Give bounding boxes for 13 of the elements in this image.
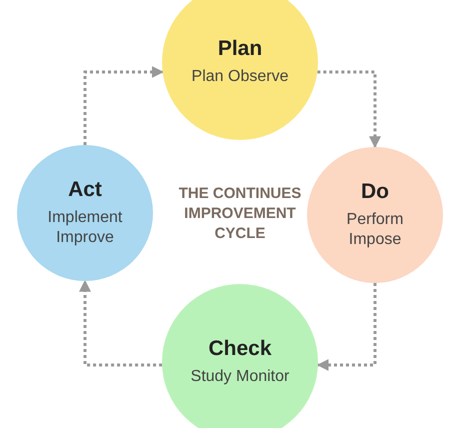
arrow	[317, 70, 381, 148]
stage-title: Plan	[218, 37, 262, 61]
stage-description: Study Monitor	[190, 367, 290, 387]
stage-description: Implement Improve	[46, 208, 124, 248]
stage-title: Check	[208, 337, 272, 361]
stage-description: Perform Impose	[346, 210, 404, 250]
stage-title: Do	[361, 180, 389, 204]
stage-description: Plan Observe	[190, 67, 290, 87]
arrow	[84, 66, 164, 145]
stage-title: Act	[68, 178, 102, 202]
center-caption: THE CONTINUES IMPROVEMENT CYCLE	[178, 184, 302, 244]
arrow	[79, 280, 162, 366]
arrow	[316, 283, 376, 371]
